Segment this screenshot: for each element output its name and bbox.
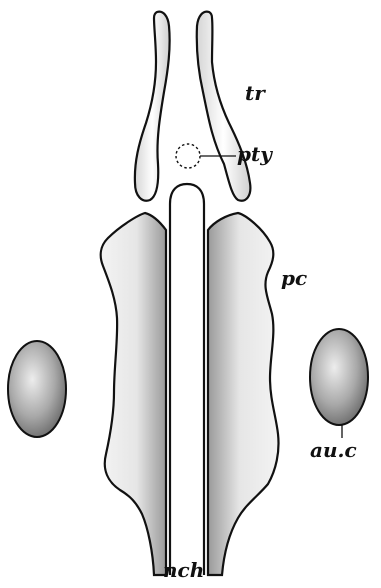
left-parachordal [101,213,166,575]
label-nch: nch [163,560,204,580]
label-auc: au.c [310,440,357,460]
right-parachordal [208,213,279,575]
notochord [170,184,204,575]
label-pc: pc [281,268,307,288]
left-auditory-capsule [8,341,66,437]
label-tr: tr [245,83,265,103]
right-trabecula [197,12,251,201]
left-trabecula [135,12,170,201]
right-auditory-capsule [310,329,368,425]
pituitary-circle [176,144,200,168]
label-pty: pty [237,144,272,164]
